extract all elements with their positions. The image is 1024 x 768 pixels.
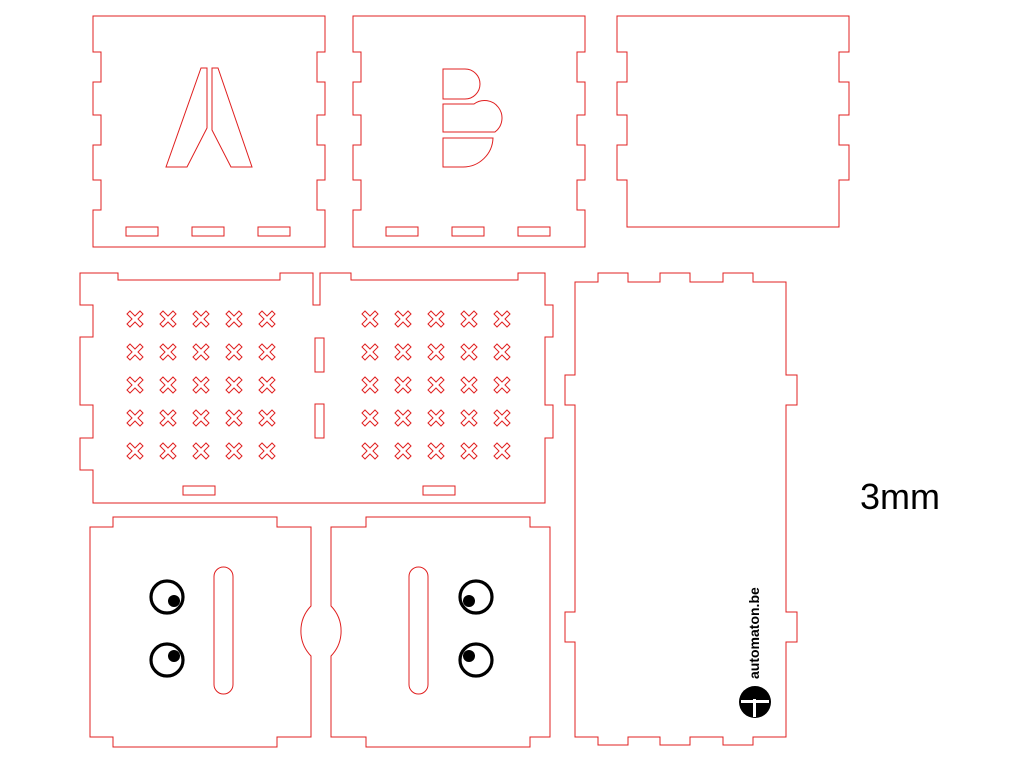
slot	[385, 226, 419, 237]
eye-icon	[458, 579, 494, 615]
x-cross-hole-icon	[192, 442, 210, 460]
panel-base-grid	[79, 272, 554, 504]
slot	[182, 485, 216, 496]
x-cross-hole-icon	[159, 442, 177, 460]
panel-face-right	[330, 516, 551, 748]
x-cross-hole-icon	[460, 409, 478, 427]
x-cross-hole-icon	[126, 310, 144, 328]
x-cross-hole-icon	[225, 442, 243, 460]
slot	[314, 337, 325, 373]
x-cross-hole-icon	[225, 376, 243, 394]
x-cross-hole-icon	[427, 376, 445, 394]
x-cross-hole-icon	[394, 343, 412, 361]
x-cross-hole-icon	[493, 442, 511, 460]
x-cross-hole-icon	[427, 310, 445, 328]
panel-face-left	[89, 516, 312, 748]
x-cross-hole-icon	[126, 343, 144, 361]
x-cross-hole-icon	[225, 343, 243, 361]
x-cross-hole-icon	[192, 343, 210, 361]
x-cross-hole-icon	[126, 376, 144, 394]
brand-label: automaton.be	[746, 587, 762, 679]
panel-b	[352, 15, 586, 248]
slot	[191, 226, 225, 237]
slot	[257, 226, 291, 237]
x-cross-hole-icon	[361, 376, 379, 394]
cross-holes-right	[361, 310, 511, 460]
mouth-slot	[408, 566, 429, 695]
x-cross-hole-icon	[460, 343, 478, 361]
x-cross-hole-icon	[258, 409, 276, 427]
material-thickness-label: 3mm	[860, 476, 940, 517]
x-cross-hole-icon	[361, 310, 379, 328]
panel-a	[92, 15, 326, 248]
x-cross-hole-icon	[460, 442, 478, 460]
slot	[451, 226, 485, 237]
panel-plain-side	[616, 15, 850, 228]
x-cross-hole-icon	[493, 310, 511, 328]
x-cross-hole-icon	[159, 343, 177, 361]
x-cross-hole-icon	[394, 442, 412, 460]
eye-icon	[458, 642, 494, 678]
slot	[422, 485, 456, 496]
x-cross-hole-icon	[493, 343, 511, 361]
x-cross-hole-icon	[258, 442, 276, 460]
x-cross-hole-icon	[192, 376, 210, 394]
eye-icon	[149, 579, 185, 615]
x-cross-hole-icon	[225, 310, 243, 328]
x-cross-hole-icon	[159, 376, 177, 394]
eye-icon	[149, 642, 185, 678]
x-cross-hole-icon	[126, 442, 144, 460]
slot	[314, 403, 325, 439]
letter-b-stencil	[442, 68, 503, 168]
x-cross-hole-icon	[361, 343, 379, 361]
slot	[517, 226, 551, 237]
x-cross-hole-icon	[427, 409, 445, 427]
x-cross-hole-icon	[159, 310, 177, 328]
cross-holes-left	[126, 310, 276, 460]
x-cross-hole-icon	[460, 376, 478, 394]
x-cross-hole-icon	[258, 310, 276, 328]
automaton-logo-icon	[739, 686, 771, 718]
x-cross-hole-icon	[493, 376, 511, 394]
x-cross-hole-icon	[460, 310, 478, 328]
x-cross-hole-icon	[225, 409, 243, 427]
x-cross-hole-icon	[394, 376, 412, 394]
letter-a-stencil	[165, 67, 253, 168]
x-cross-hole-icon	[361, 442, 379, 460]
x-cross-hole-icon	[258, 376, 276, 394]
x-cross-hole-icon	[427, 442, 445, 460]
x-cross-hole-icon	[493, 409, 511, 427]
x-cross-hole-icon	[159, 409, 177, 427]
x-cross-hole-icon	[361, 409, 379, 427]
mouth-slot	[213, 566, 234, 695]
panel-tall-back	[564, 272, 798, 746]
x-cross-hole-icon	[192, 409, 210, 427]
x-cross-hole-icon	[394, 310, 412, 328]
x-cross-hole-icon	[394, 409, 412, 427]
x-cross-hole-icon	[192, 310, 210, 328]
x-cross-hole-icon	[258, 343, 276, 361]
slot	[125, 226, 159, 237]
x-cross-hole-icon	[427, 343, 445, 361]
x-cross-hole-icon	[126, 409, 144, 427]
